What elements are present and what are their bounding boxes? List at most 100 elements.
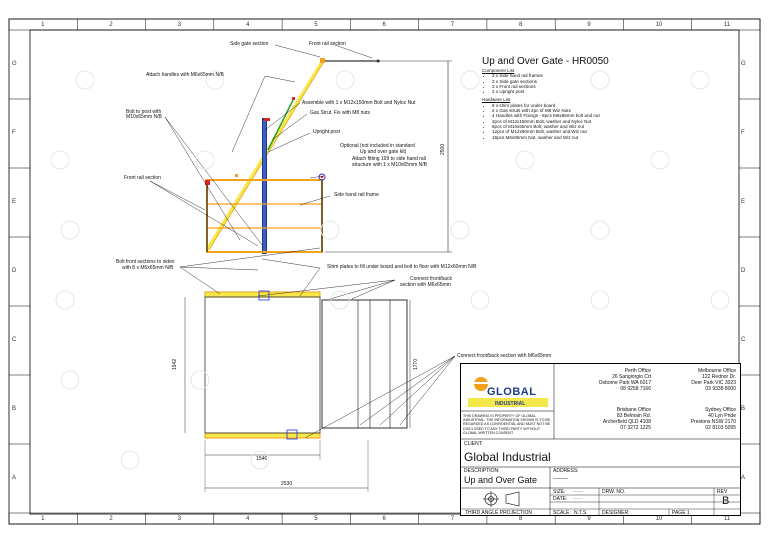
zone-row-label: E [741, 198, 746, 205]
global-industrial-logo [468, 377, 548, 407]
address-value: ——— [553, 476, 568, 482]
zone-row-label: D [12, 267, 17, 274]
dim-width-total: 2530 [281, 481, 293, 487]
dim-side-h: 1942 [172, 358, 178, 370]
callout-bolt-front-1: Bolt front sections to sides [116, 259, 175, 265]
rev-value: B [722, 495, 730, 507]
zone-col-label: 3 [177, 516, 182, 522]
office-sydney-line: Prestons NSW 2170 [690, 419, 736, 425]
zone-col-label: 11 [723, 22, 731, 28]
office-perth-line: 08 9258 7166 [620, 386, 651, 392]
zone-row-label: D [741, 267, 746, 274]
zone-row-label: B [12, 405, 17, 412]
page-number: PAGE 1 [672, 510, 690, 516]
component-list-heading: Component List [482, 68, 515, 73]
description-label: DESCRIPTION: [464, 468, 500, 474]
zone-col-label: 7 [450, 22, 455, 28]
zone-col-label: 6 [382, 516, 386, 522]
zone-col-label: 6 [382, 22, 386, 28]
component-list-item: 2 x Side hand rail frames [492, 73, 600, 78]
notes: Component List 2 x Side hand rail frames… [482, 68, 600, 140]
zone-row-label: C [12, 336, 17, 343]
zone-col-label: 2 [109, 516, 113, 522]
dim-height: 2500 [440, 143, 446, 155]
callout-gas-strut: Gas Strut. Fix with M8 nuts [310, 110, 371, 116]
logo-text: GLOBAL [487, 386, 537, 398]
zone-col-label: 1 [41, 516, 45, 522]
office-brisbane-line: 07 3272 1225 [620, 425, 651, 431]
callout-shim: Shim plates to fill under board and bolt… [327, 264, 477, 270]
callout-side-gate: Side gate section [230, 41, 269, 47]
component-list-item: 2 x Front rail sections [492, 84, 600, 89]
zone-col-label: 1 [41, 22, 45, 28]
callout-side-hand-rail: Side hand rail frame [334, 192, 379, 198]
callout-optional-4: structure with 1 x M10x65mm N/B [352, 162, 428, 168]
zone-col-label: 8 [519, 22, 523, 28]
zone-row-label: A [741, 474, 746, 481]
zone-col-label: 3 [177, 22, 182, 28]
callout-connect-1: Connect front/back [410, 276, 452, 282]
office-perth-line: 26 Sangiorgio Crt [612, 374, 651, 380]
hardware-list-heading: Hardware List [482, 97, 511, 103]
title-block: GLOBAL INDUSTRIAL THIS DRAWING IS PROPER… [460, 363, 741, 516]
zone-row-label: E [12, 198, 17, 205]
office-sydney-line: Sydney Office [704, 407, 736, 413]
office-brisbane-line: Brisbane Office [616, 407, 651, 413]
zone-col-label: 11 [723, 516, 731, 522]
drawing-title: Up and Over Gate - HR0050 [482, 56, 609, 67]
confidential-notice: THIS DRAWING IS PROPERTY OF GLOBAL INDUS… [463, 414, 551, 435]
hardware-list-item: 16pcs M6x65mm Nut, washer and Wiz nut [492, 135, 600, 140]
zone-row-label: C [741, 336, 746, 343]
hardware-list-item: 6pcs of M10x65mm Bolt, washer and Wiz nu… [492, 124, 600, 129]
callout-optional-2: Up and over gate kit) [360, 149, 407, 155]
hardware-list-item: 12pcs of M12x60mm Bolt, washer and Wiz n… [492, 129, 600, 134]
projection-symbol-icon [483, 491, 520, 507]
zone-col-label: 5 [314, 516, 318, 522]
component-list-item: 2 x Upright post [492, 89, 600, 94]
dim-width-inner: 1546 [256, 456, 268, 462]
zone-row-label: A [12, 474, 17, 481]
hardware-list-item: 2pcs of M12x150mm Bolt, washer and Nyloc… [492, 119, 600, 124]
office-melbourne-line: Deer Park VIC 3023 [691, 380, 736, 386]
zone-col-label: 2 [109, 22, 113, 28]
callout-front-rail: Front rail section [309, 41, 346, 47]
office-melbourne-line: 03 9338 8000 [705, 386, 736, 392]
office-perth-line: Perth Office [624, 368, 651, 374]
office-sydney-line: 02 8103 5095 [705, 425, 736, 431]
front-elevation [321, 299, 411, 429]
plan-side [184, 290, 369, 492]
hardware-list-item: 2 x Gas struts with 2pc of M8 Wiz Nuts [492, 108, 600, 113]
office-melbourne-line: Melbourne Office [698, 368, 736, 374]
callout-upright: Upright post [313, 129, 340, 135]
date-label: DATE: [553, 496, 568, 502]
office-melbourne-line: 122 Rednor Dr. [702, 374, 736, 380]
side-view [205, 58, 452, 254]
office-brisbane-line: Archerfield QLD 4108 [602, 419, 651, 425]
zone-col-label: 7 [450, 516, 455, 522]
designer-label: DESIGNER: [602, 510, 630, 516]
hardware-list-item: 8 x shim plates for under board [492, 103, 600, 108]
callout-connect-2: section with M6x65mm [400, 282, 451, 288]
projection-label: THIRD ANGLE PROJECTION [465, 510, 532, 516]
zone-col-label: 10 [655, 22, 663, 28]
callout-optional-1: Optional (not included in standard [340, 143, 415, 149]
zone-row-label: B [741, 405, 746, 412]
size-label: SIZE: [553, 489, 566, 495]
callout-handles: Attach handles with M6x65mm N/B [146, 72, 224, 78]
callout-bolt-post: Bolt to post with M10x65mm N/B [126, 109, 162, 120]
zone-col-label: 9 [587, 22, 591, 28]
zone-row-label: F [12, 129, 16, 136]
address-label: ADDRESS: [553, 468, 579, 474]
client-label: CLIENT: [464, 441, 483, 447]
client-value: Global Industrial [464, 450, 551, 464]
zone-col-label: 5 [314, 22, 318, 28]
zone-col-label: 4 [245, 22, 250, 28]
description-value: Up and Over Gate [464, 475, 538, 485]
zone-row-label: G [741, 60, 746, 67]
hardware-list-item: 4 Handles with Fixings - 8pcs M6x65mm bo… [492, 113, 600, 118]
